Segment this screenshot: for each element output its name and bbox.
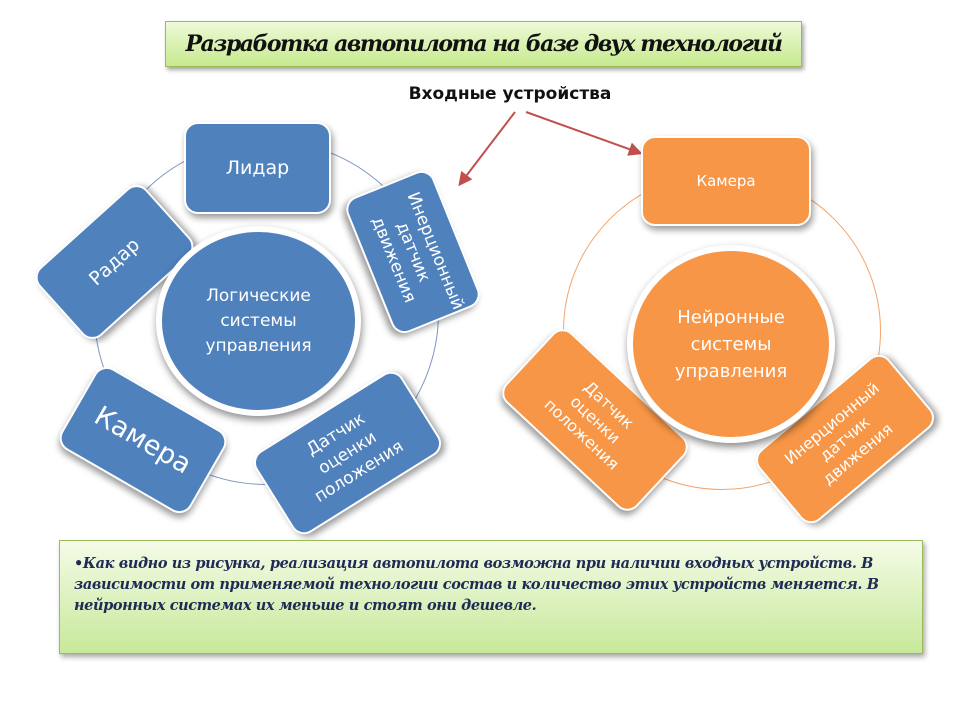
page-title: Разработка автопилота на базе двух техно…	[185, 31, 783, 57]
left-hub-logic-control: Логические системы управления	[156, 226, 361, 416]
subtitle-input-devices: Входные устройства	[408, 84, 612, 104]
arrow-to-right-diagram	[525, 111, 643, 156]
conclusion-text: •Как видно из рисунка, реализация автопи…	[74, 555, 879, 614]
title-box: Разработка автопилота на базе двух техно…	[165, 21, 802, 67]
left-item-lidar: Лидар	[184, 122, 331, 214]
arrow-to-left-diagram	[458, 111, 516, 187]
right-item-camera: Камера	[641, 136, 811, 226]
conclusion-box: •Как видно из рисунка, реализация автопи…	[59, 540, 923, 654]
right-hub-neural-control: Нейронные системы управления	[627, 245, 835, 443]
